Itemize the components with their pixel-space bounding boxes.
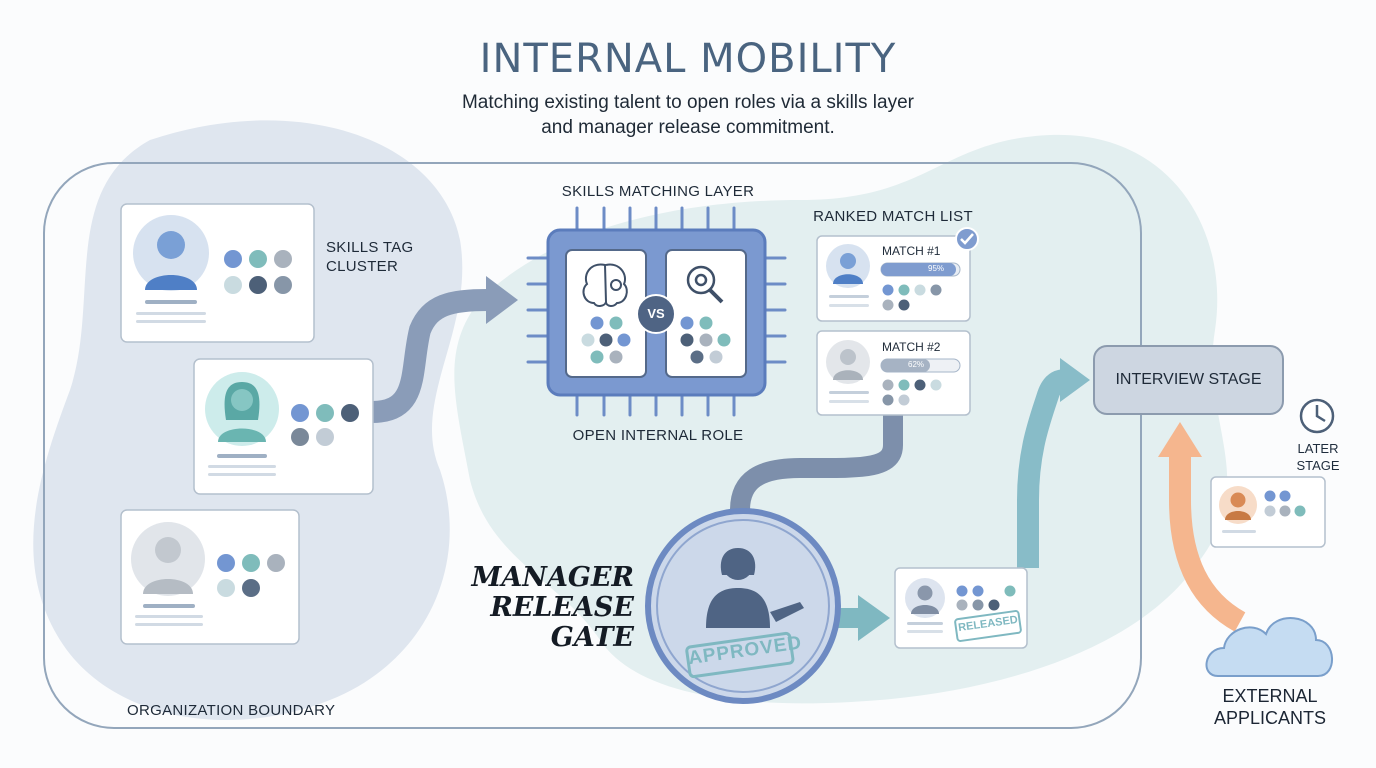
match-1-score-fill (881, 263, 956, 276)
open-internal-role-label: OPEN INTERNAL ROLE (572, 427, 744, 444)
clock-icon (1299, 398, 1335, 434)
page-title: INTERNAL MOBILITY (479, 36, 897, 82)
approved-stamp-frame (685, 631, 795, 679)
arrow-head-skills (486, 276, 518, 324)
cloud-icon (1205, 617, 1333, 677)
profile-card-1 (120, 203, 315, 343)
organization-boundary-label: ORGANIZATION BOUNDARY (127, 702, 336, 719)
subtitle-line-1: Matching existing talent to open roles v… (461, 92, 914, 113)
arrow-head-released (858, 595, 890, 641)
released-card (894, 567, 1028, 649)
search-gear-icon (686, 265, 724, 304)
gate-line-3: GATE (550, 622, 634, 653)
page-subtitle: Matching existing talent to open roles v… (388, 90, 988, 140)
external-line-2: APPLICANTS (1213, 708, 1327, 728)
external-line-1: EXTERNAL (1222, 686, 1318, 706)
brain-gear-icon (582, 263, 628, 307)
skills-tag-line-1: SKILLS TAG (326, 239, 414, 256)
skills-tag-line-2: CLUSTER (326, 258, 399, 275)
match-2-score-fill (881, 359, 930, 372)
check-icon (955, 227, 979, 251)
vs-badge: VS (647, 306, 665, 321)
match-card-1 (816, 227, 979, 322)
manager-release-gate-title: MANAGER RELEASE GATE (450, 563, 634, 653)
arrow-match-to-gate (730, 412, 903, 525)
ranked-match-list-label: RANKED MATCH LIST (813, 208, 973, 225)
arrow-head-interview (1060, 358, 1090, 402)
profile-card-3 (120, 509, 300, 645)
manager-icon (706, 548, 804, 628)
skills-matching-chip (526, 206, 787, 417)
later-line-1: LATER (1297, 441, 1339, 456)
manager-gate-circle (645, 508, 841, 704)
external-candidate-card (1210, 476, 1326, 548)
subtitle-line-2: and manager release commitment. (541, 117, 835, 138)
arrow-head-external (1158, 422, 1202, 457)
person-icon (145, 231, 197, 290)
organization-boundary (43, 162, 1142, 729)
later-line-2: STAGE (1296, 458, 1340, 473)
arrow-released-to-interview (1017, 369, 1067, 568)
match-2-score: 62% (908, 360, 925, 369)
gate-line-2: RELEASE (490, 592, 634, 623)
gate-line-1: MANAGER (471, 562, 634, 593)
arrow-external-to-interview (1169, 455, 1246, 632)
arrow-to-skills-layer (371, 289, 489, 423)
skills-tag-cluster-label: SKILLS TAG CLUSTER (326, 238, 414, 276)
profile-card-2 (193, 358, 374, 495)
person-icon (218, 382, 266, 442)
match-card-2 (816, 330, 971, 416)
match-2-title: MATCH #2 (882, 340, 941, 354)
person-icon (143, 537, 193, 594)
match-1-title: MATCH #1 (882, 244, 941, 258)
skills-matching-layer-label: SKILLS MATCHING LAYER (561, 183, 755, 200)
interview-stage-box: INTERVIEW STAGE (1093, 345, 1284, 415)
external-applicants-label: EXTERNAL APPLICANTS (1194, 685, 1346, 729)
later-stage-label: LATER STAGE (1292, 440, 1344, 474)
match-1-score: 95% (928, 264, 945, 273)
